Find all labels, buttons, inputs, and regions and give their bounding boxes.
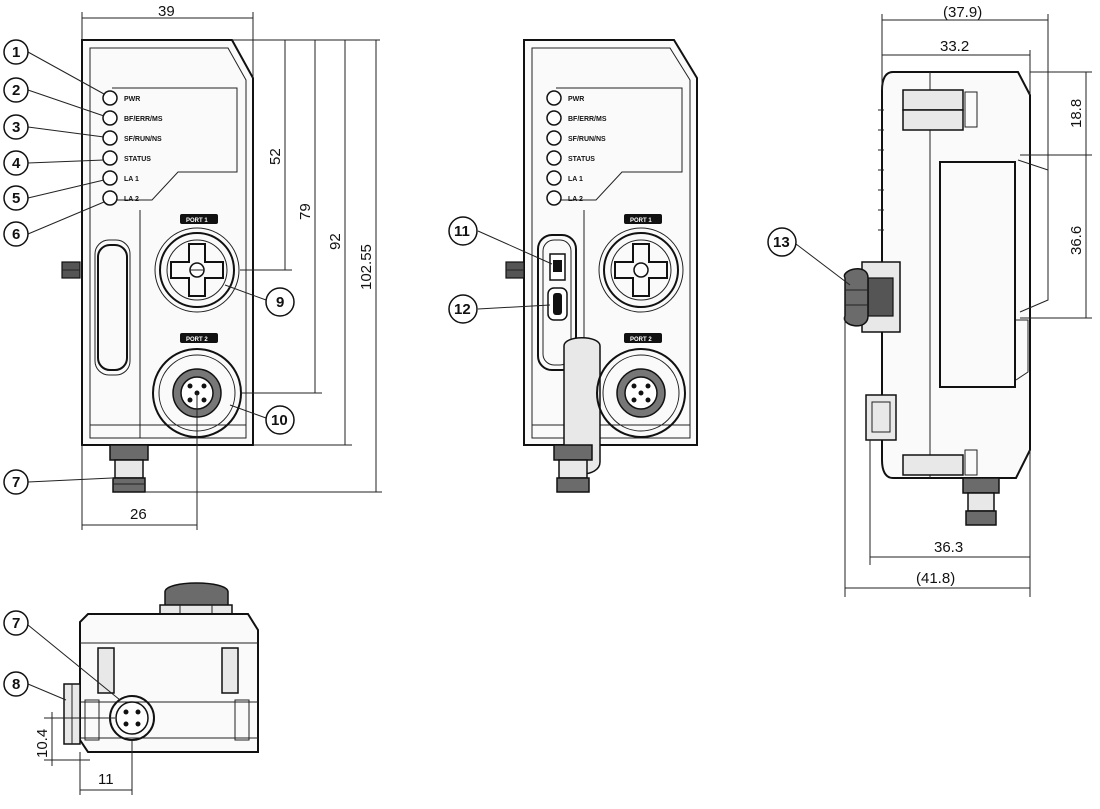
callout-4: 4 [12, 155, 21, 172]
led-label-sf-2: SF/RUN/NS [568, 136, 606, 143]
middle-view: PWR BF/ERR/MS SF/RUN/NS STATUS LA 1 LA 2… [448, 39, 698, 493]
led-label-bf: BF/ERR/MS [124, 116, 163, 123]
led-label-status-2: STATUS [568, 156, 595, 163]
bottom-view: 7 8 [3, 582, 259, 753]
dim-332: 33.2 [940, 38, 969, 55]
dim-363: 36.3 [934, 539, 963, 556]
callout-1: 1 [12, 44, 20, 61]
led-label-la1-2: LA 1 [568, 176, 583, 183]
callout-10: 10 [271, 412, 288, 429]
callout-13: 13 [773, 234, 790, 251]
bottom-dimensions: 10.4 11 [34, 712, 133, 795]
dim-418: (41.8) [916, 570, 955, 587]
led-label-la2: LA 2 [124, 196, 139, 203]
port1-label: PORT 1 [186, 218, 208, 224]
led-label-status: STATUS [124, 156, 151, 163]
front-callouts: 1 2 3 4 5 6 7 9 10 [3, 39, 295, 495]
dim-79: 79 [297, 203, 314, 220]
port2-label-2: PORT 2 [630, 337, 652, 343]
callout-7: 7 [12, 474, 20, 491]
port2-label: PORT 2 [186, 337, 208, 343]
led-label-la1: LA 1 [124, 176, 139, 183]
side-dimensions: (37.9) 33.2 18.8 36.6 36.3 (41.8) [844, 4, 1092, 597]
front-view: PWR BF/ERR/MS SF/RUN/NS STATUS LA 1 LA 2… [61, 39, 254, 493]
side-view: 13 [767, 71, 1049, 526]
dim-10255: 102.55 [358, 244, 375, 290]
dim-26: 26 [130, 506, 147, 523]
callout-8: 8 [12, 676, 20, 693]
callout-9: 9 [276, 294, 284, 311]
callout-2: 2 [12, 82, 20, 99]
front-dimensions: 39 52 79 92 102.55 26 [81, 3, 382, 530]
callout-5: 5 [12, 190, 20, 207]
led-label-la2-2: LA 2 [568, 196, 583, 203]
callout-11: 11 [454, 223, 470, 240]
led-label-pwr: PWR [124, 96, 140, 103]
dim-104: 10.4 [34, 729, 51, 758]
dim-92: 92 [327, 233, 344, 250]
dim-52: 52 [267, 148, 284, 165]
led-label-bf-2: BF/ERR/MS [568, 116, 607, 123]
dim-11: 11 [98, 771, 114, 788]
callout-6: 6 [12, 226, 20, 243]
led-label-sf: SF/RUN/NS [124, 136, 162, 143]
dim-366: 36.6 [1068, 226, 1085, 255]
callout-3: 3 [12, 119, 20, 136]
callout-7-bottom: 7 [12, 615, 20, 632]
port1-label-2: PORT 1 [630, 218, 652, 224]
dim-188: 18.8 [1068, 99, 1085, 128]
led-label-pwr-2: PWR [568, 96, 584, 103]
dim-379: (37.9) [943, 4, 982, 21]
callout-12: 12 [454, 301, 471, 318]
dim-39: 39 [158, 3, 175, 20]
